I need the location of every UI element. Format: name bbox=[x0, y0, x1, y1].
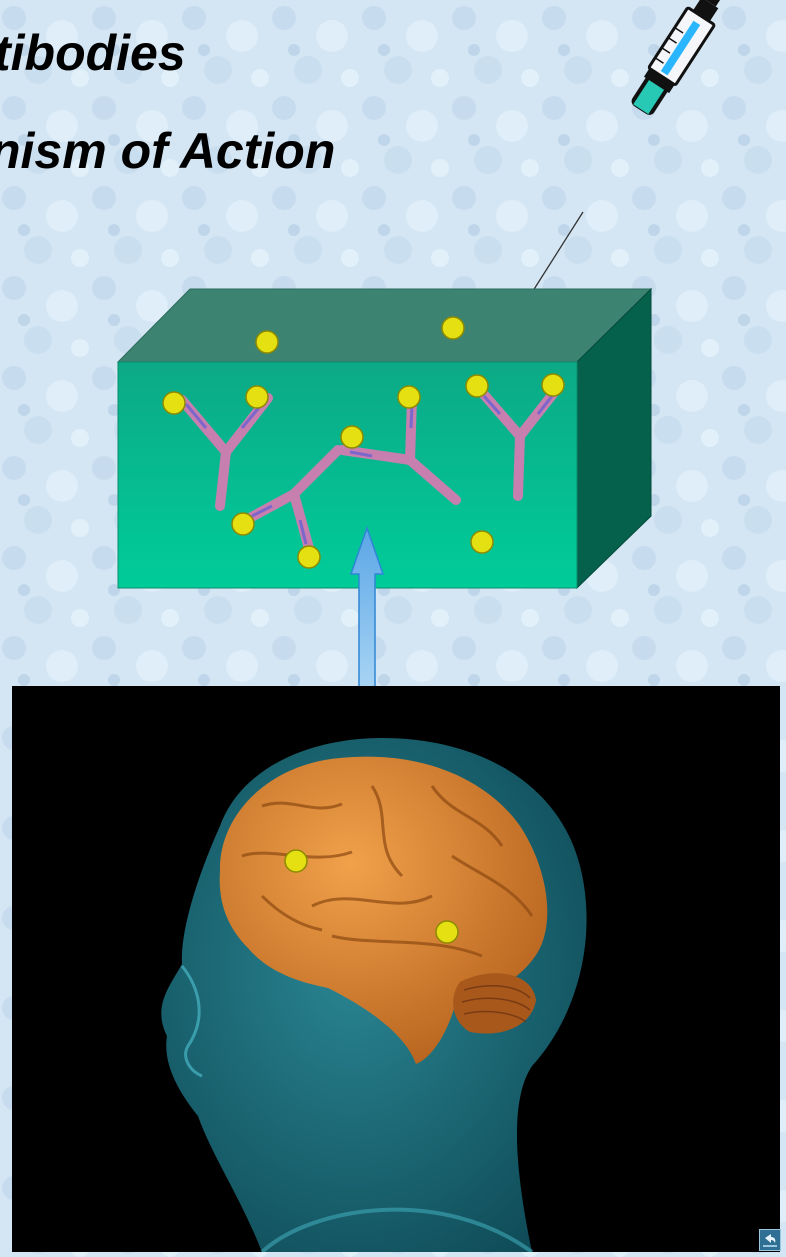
antigen-dot bbox=[436, 921, 458, 943]
tissue-block-front bbox=[118, 362, 577, 588]
tissue-block-top bbox=[118, 289, 651, 362]
return-icon bbox=[760, 1230, 780, 1250]
head-brain-illustration bbox=[12, 686, 780, 1252]
antigen-dot bbox=[285, 850, 307, 872]
brain-image bbox=[12, 686, 780, 1252]
navigation-icon[interactable] bbox=[759, 1229, 781, 1251]
